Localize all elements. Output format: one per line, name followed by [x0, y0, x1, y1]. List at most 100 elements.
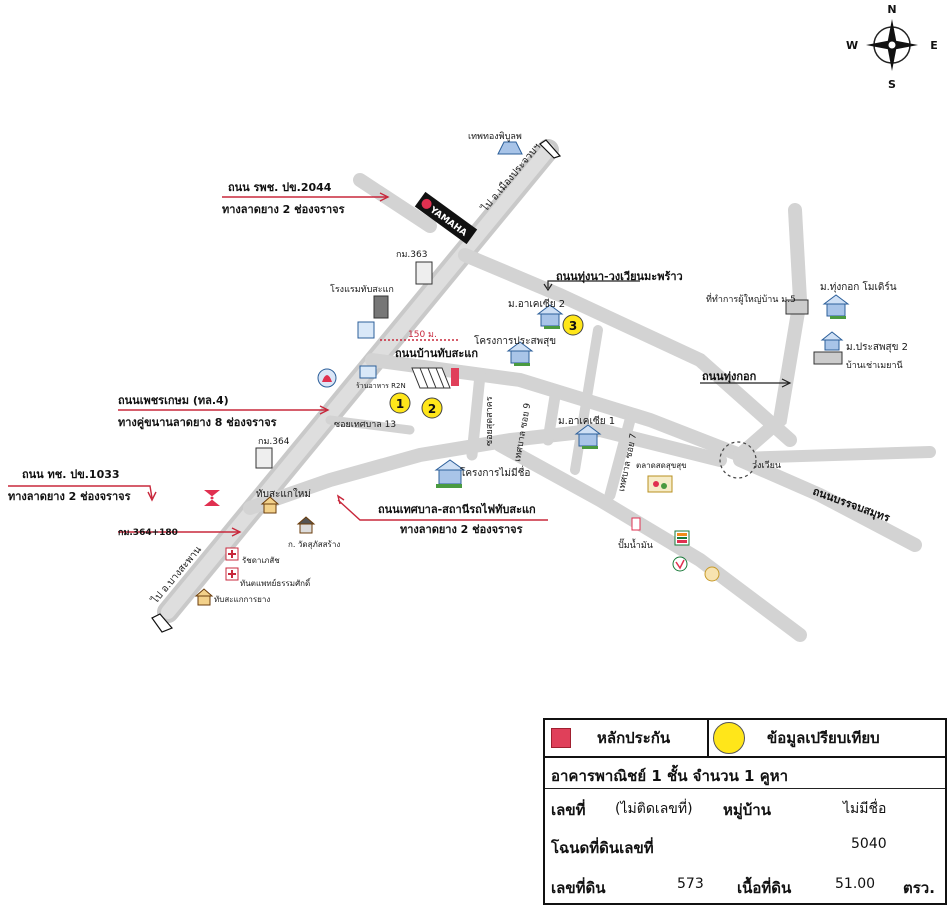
area-value: 51.00: [835, 876, 876, 892]
label-dental: ทันตแพทย์ธรรมศักดิ์: [240, 577, 312, 588]
comparison-swatch: [713, 722, 745, 754]
label-a-sia1: ม.อาเคเซีย 1: [558, 415, 615, 427]
area-unit: ตรว.: [903, 879, 935, 897]
road-bancharoen: [733, 453, 922, 552]
house-icon: [434, 294, 850, 488]
legend-box: หลักประกัน ข้อมูลเปรียบเทียบ อาคารพาณิชย…: [543, 718, 947, 905]
arrow-to-bangsaphan-icon: [151, 613, 174, 633]
label-thesaban-rail: ถนนเทศบาล-สถานีรถไฟทับสะแก: [378, 502, 536, 516]
suzuki-logo-icon: [204, 490, 220, 506]
label-150m: 150 ม.: [408, 330, 437, 340]
label-prasert: โครงการประสพสุข: [474, 334, 556, 347]
market-icon: [647, 475, 673, 493]
house-no-value: (ไม่ติดเลขที่): [615, 801, 693, 817]
label-thapsakae-new: ทับสะแกใหม่: [256, 488, 311, 500]
label-rpc-road: ถนน รพช. ปข.2044: [228, 181, 332, 194]
hospital-icon: [225, 547, 239, 581]
legend-divider: [545, 788, 945, 789]
legend-header: หลักประกัน ข้อมูลเปรียบเทียบ: [545, 720, 945, 758]
road-soi13: [325, 415, 415, 435]
label-thungkok-road: ถนนทุ่งกอก: [702, 370, 757, 384]
label-rpc-desc: ทางลาดยาง 2 ช่องจราจร: [222, 203, 345, 216]
legend-comparison: ข้อมูลเปรียบเทียบ: [707, 720, 945, 756]
label-thesaban-rail-desc: ทางลาดยาง 2 ช่องจราจร: [400, 523, 523, 536]
collateral-marker: [451, 368, 459, 386]
road-thungna: [458, 248, 797, 447]
building-icon: [255, 261, 843, 469]
road-rpc: [353, 173, 437, 233]
label-mai-mi-chue: โครงการไม่มีชื่อ: [460, 465, 530, 479]
road-soi-sut: [466, 369, 486, 461]
deed-value: 5040: [851, 836, 887, 852]
legend-comparison-label: ข้อมูลเปรียบเทียบ: [767, 729, 880, 747]
small-house-icon: [194, 496, 316, 606]
legend-collateral: หลักประกัน: [545, 720, 709, 756]
annotation-arrows: [8, 192, 548, 537]
deed-label: โฉนดที่ดินเลขที่: [551, 839, 654, 857]
label-phuyai: ที่ทำการผู้ใหญ่บ้าน ม.5: [706, 292, 796, 305]
comparison-marker-1: 1: [389, 392, 411, 414]
label-soi13: ซอยเทศบาล 13: [334, 420, 396, 430]
land-no-label: เลขที่ดิน: [551, 879, 606, 897]
label-soi-sut: ซอยสุดสาคร: [485, 396, 495, 446]
label-circle: วงเวียน: [752, 460, 781, 471]
label-thungkok-modern: ม.ทุ่งกอก โมเดิร์น: [820, 280, 897, 293]
label-thungna-road: ถนนทุ่งนา-วงเวียนมะพร้าว: [556, 270, 683, 284]
label-thapsakae-yang: ทับสะแกการยาง: [214, 595, 270, 604]
arrow-to-muang-icon: [539, 139, 562, 159]
temple-icon: [497, 141, 523, 155]
label-km364: กม.364: [258, 437, 290, 447]
shop-row-icon: [411, 367, 451, 389]
label-hotel: โรงแรมทับสะแก: [330, 284, 394, 295]
village-value: ไม่มีชื่อ: [843, 801, 887, 817]
legend-collateral-label: หลักประกัน: [597, 729, 671, 747]
label-pump: ปั๊มน้ำมัน: [618, 538, 653, 551]
house-no-label: เลขที่: [551, 801, 586, 819]
label-clinic: รัชดาเภสัช: [242, 556, 280, 565]
label-km363: กม.363: [396, 250, 427, 260]
hotel-icon: [357, 321, 375, 339]
comparison-marker-2: 2: [421, 397, 443, 419]
label-km364-180: กม.364+180: [118, 528, 178, 538]
compass-s: S: [888, 78, 896, 91]
area-label: เนื้อที่ดิน: [737, 879, 792, 897]
legend-building: อาคารพาณิชย์ 1 ชั้น จำนวน 1 คูหา: [551, 767, 789, 785]
label-phetkasem: ถนนเพชรเกษม (ทล.4): [118, 394, 229, 407]
compass-n: N: [887, 3, 896, 16]
marker-3-label: 3: [569, 319, 577, 333]
label-rental: บ้านเช่าเมยานี: [846, 360, 903, 371]
land-no-value: 573: [677, 876, 704, 892]
road-thungkok: [733, 203, 808, 462]
compass-e: E: [930, 39, 938, 52]
label-phetkasem-desc: ทางคู่ขนานลาดยาง 8 ช่องจราจร: [118, 416, 277, 430]
village-label: หมู่บ้าน: [723, 801, 771, 819]
compass-w: W: [846, 39, 858, 52]
ptt-station-icon: [317, 368, 337, 388]
compass-rose: N S E W: [846, 3, 938, 91]
label-a-sia2: ม.อาเคเซีย 2: [508, 298, 565, 310]
label-r2n: ร้านอาหาร R2N: [356, 382, 406, 390]
road-soi7: [604, 414, 636, 501]
label-tch-road: ถนน ทช. ปข.1033: [22, 468, 120, 481]
label-prasert2: ม.ประสพสุข 2: [846, 342, 908, 353]
label-tch-desc: ทางลาดยาง 2 ช่องจราจร: [8, 490, 131, 503]
marker-2-label: 2: [428, 402, 436, 416]
label-market: ตลาดสดสุขสุข: [636, 461, 687, 470]
shop-r2n-icon: [359, 365, 377, 379]
bank-logo-icon: [672, 556, 720, 582]
roundabout: [719, 441, 757, 479]
road-se: [493, 438, 807, 642]
road-soi9: [542, 384, 562, 446]
collateral-swatch: [551, 728, 571, 748]
seven-eleven-icon: [674, 530, 690, 546]
label-bancharoen: ถนนบรรจบสมุทร: [811, 485, 892, 526]
gas-pump-icon: [631, 517, 641, 531]
label-temple-top: เทพทองพิบูลพ: [468, 131, 522, 142]
comparison-marker-3: 3: [562, 314, 584, 336]
road-thesaban-rail: [243, 422, 727, 515]
label-wat: ก. วัดสุภัสสร้าง: [288, 540, 340, 549]
label-banthap-road: ถนนบ้านทับสะแก: [395, 347, 478, 360]
road-network: [157, 139, 936, 642]
marker-1-label: 1: [396, 397, 404, 411]
